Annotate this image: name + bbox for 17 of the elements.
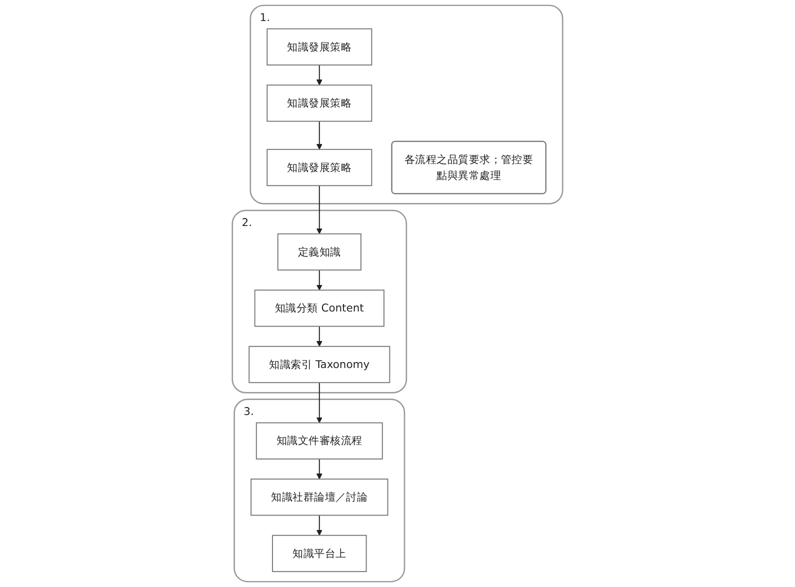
node-box: 知識發展策略 [266, 148, 372, 186]
node-box: 知識文件審核流程 [256, 422, 383, 460]
arrow [316, 186, 322, 234]
arrow [316, 65, 322, 86]
node-box: 定義知識 [277, 233, 362, 271]
node-box: 知識索引 Taxonomy [248, 346, 390, 384]
arrow [316, 326, 322, 347]
arrow [316, 121, 322, 150]
node-box: 知識發展策略 [266, 84, 372, 122]
node-box: 知識發展策略 [266, 28, 372, 66]
arrow [316, 270, 322, 290]
node-box: 知識平台上 [272, 534, 367, 572]
node-box: 知識社群論壇／討論 [250, 478, 388, 516]
arrow [316, 459, 322, 480]
arrow [316, 515, 322, 536]
node-box: 知識分類 Content [254, 290, 384, 327]
arrow [316, 382, 322, 424]
